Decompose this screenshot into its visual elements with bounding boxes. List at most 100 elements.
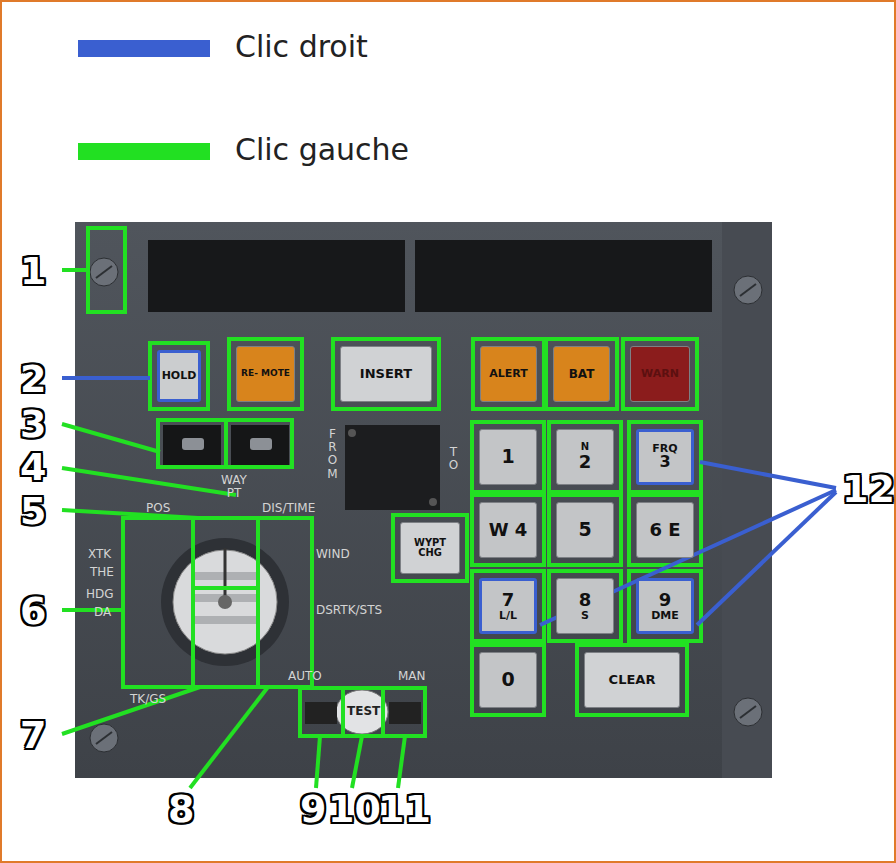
left-click-zone: [472, 571, 544, 641]
leader-line: [697, 492, 836, 625]
button-legend: N: [581, 442, 589, 453]
toggle-lever: [250, 438, 272, 450]
screw: [90, 258, 118, 286]
panel-button: N2: [556, 429, 614, 485]
left-click-zone: [623, 339, 697, 409]
panel-button: WYPT CHG: [400, 522, 460, 574]
panel-marking: XTK: [88, 548, 111, 561]
panel-button: 0: [479, 652, 537, 708]
left-click-zone: [258, 518, 312, 687]
panel-button: WARN: [630, 346, 690, 402]
panel-marking: HDG: [86, 588, 114, 601]
leader-line: [316, 736, 320, 788]
left-click-zone: [629, 495, 701, 565]
panel-button: CLEAR: [584, 652, 680, 708]
callout-number: 3: [20, 405, 46, 443]
mode-knob-base: [161, 538, 289, 666]
button-legend: L/L: [499, 610, 517, 622]
indicator-screw: [429, 498, 437, 506]
panel-button: RE- MOTE: [236, 346, 295, 402]
screw: [734, 276, 762, 304]
button-legend: RE- MOTE: [241, 369, 290, 378]
button-legend: ALERT: [489, 368, 528, 380]
panel-marking: TO: [448, 446, 459, 472]
button-legend: FRQ: [652, 443, 677, 455]
left-click-zone: [150, 343, 208, 409]
leader-line: [62, 608, 123, 612]
left-click-zone: [549, 495, 621, 565]
panel-button: 7L/L: [479, 578, 537, 634]
selector-slot: [305, 702, 337, 724]
left-click-zone: [343, 688, 383, 736]
toggle-switch: [231, 425, 289, 465]
leader-line: [62, 424, 160, 452]
callout-number: 2: [20, 360, 46, 398]
panel-button: 8S: [556, 578, 614, 634]
panel-button: ALERT: [480, 346, 537, 402]
legend-swatch: [78, 40, 210, 57]
leader-line: [62, 268, 88, 272]
button-legend: 5: [578, 520, 591, 540]
callout-number: 11: [378, 790, 431, 828]
leader-line: [62, 510, 198, 518]
callout-number: 9: [300, 790, 326, 828]
button-legend: CLEAR: [609, 673, 656, 687]
left-click-zone: [549, 571, 621, 641]
screw: [90, 724, 118, 752]
left-click-zone: [123, 518, 193, 687]
panel-button: FRQ3: [636, 429, 694, 485]
left-click-zone: [546, 339, 617, 409]
left-click-zone: [193, 518, 258, 588]
panel-marking: TEST: [347, 705, 380, 718]
callout-number: 5: [20, 492, 46, 530]
leader-line: [62, 687, 200, 734]
left-display: [148, 240, 405, 312]
panel-marking: DIS/TIME: [262, 502, 315, 515]
panel-marking: AUTO: [288, 670, 322, 683]
left-click-zone: [88, 228, 125, 312]
callout-number: 10: [328, 790, 381, 828]
toggle-lever: [182, 438, 204, 450]
button-legend: INSERT: [360, 367, 412, 381]
panel-button: W 4: [479, 502, 537, 558]
knob-grip: [192, 616, 258, 624]
left-click-zone: [229, 339, 302, 409]
button-legend: WARN: [641, 368, 679, 380]
toggle-switch: [163, 425, 221, 465]
panel-marking: FROM: [327, 428, 338, 481]
panel-marking: DSRTK/STS: [316, 604, 382, 617]
legend-text: Clic gauche: [235, 135, 409, 165]
button-legend: W 4: [489, 521, 528, 540]
leader-line: [398, 736, 405, 788]
button-legend: 8: [579, 591, 592, 610]
right-display: [415, 240, 712, 312]
callout-number: 6: [20, 592, 46, 630]
panel-button: 5: [556, 502, 614, 558]
button-legend: 1: [501, 447, 514, 467]
leader-line: [190, 687, 268, 788]
panel-button: 6 E: [636, 502, 694, 558]
knob-center: [218, 595, 232, 609]
button-legend: DME: [651, 610, 679, 622]
panel-right-rail: [722, 222, 772, 778]
leader-line: [700, 462, 836, 488]
leader-line: [352, 736, 362, 788]
panel-button: 1: [479, 429, 537, 485]
panel-marking: THE: [90, 566, 114, 579]
knob-pointer: [224, 548, 227, 602]
indicator-screw: [348, 429, 356, 437]
button-legend: 3: [659, 454, 670, 471]
panel-marking: WIND: [316, 548, 350, 561]
button-legend: 7: [502, 591, 515, 610]
left-click-zone: [472, 422, 544, 492]
panel-button: HOLD: [157, 350, 201, 402]
panel-marking: POS: [146, 502, 170, 515]
panel-marking: MAN: [398, 670, 426, 683]
screw-slot: [740, 284, 756, 296]
left-click-zone: [577, 645, 687, 715]
left-click-zone: [393, 515, 467, 581]
screw-slot: [96, 732, 112, 744]
button-legend: S: [581, 610, 589, 622]
panel-button: 9DME: [636, 578, 694, 634]
